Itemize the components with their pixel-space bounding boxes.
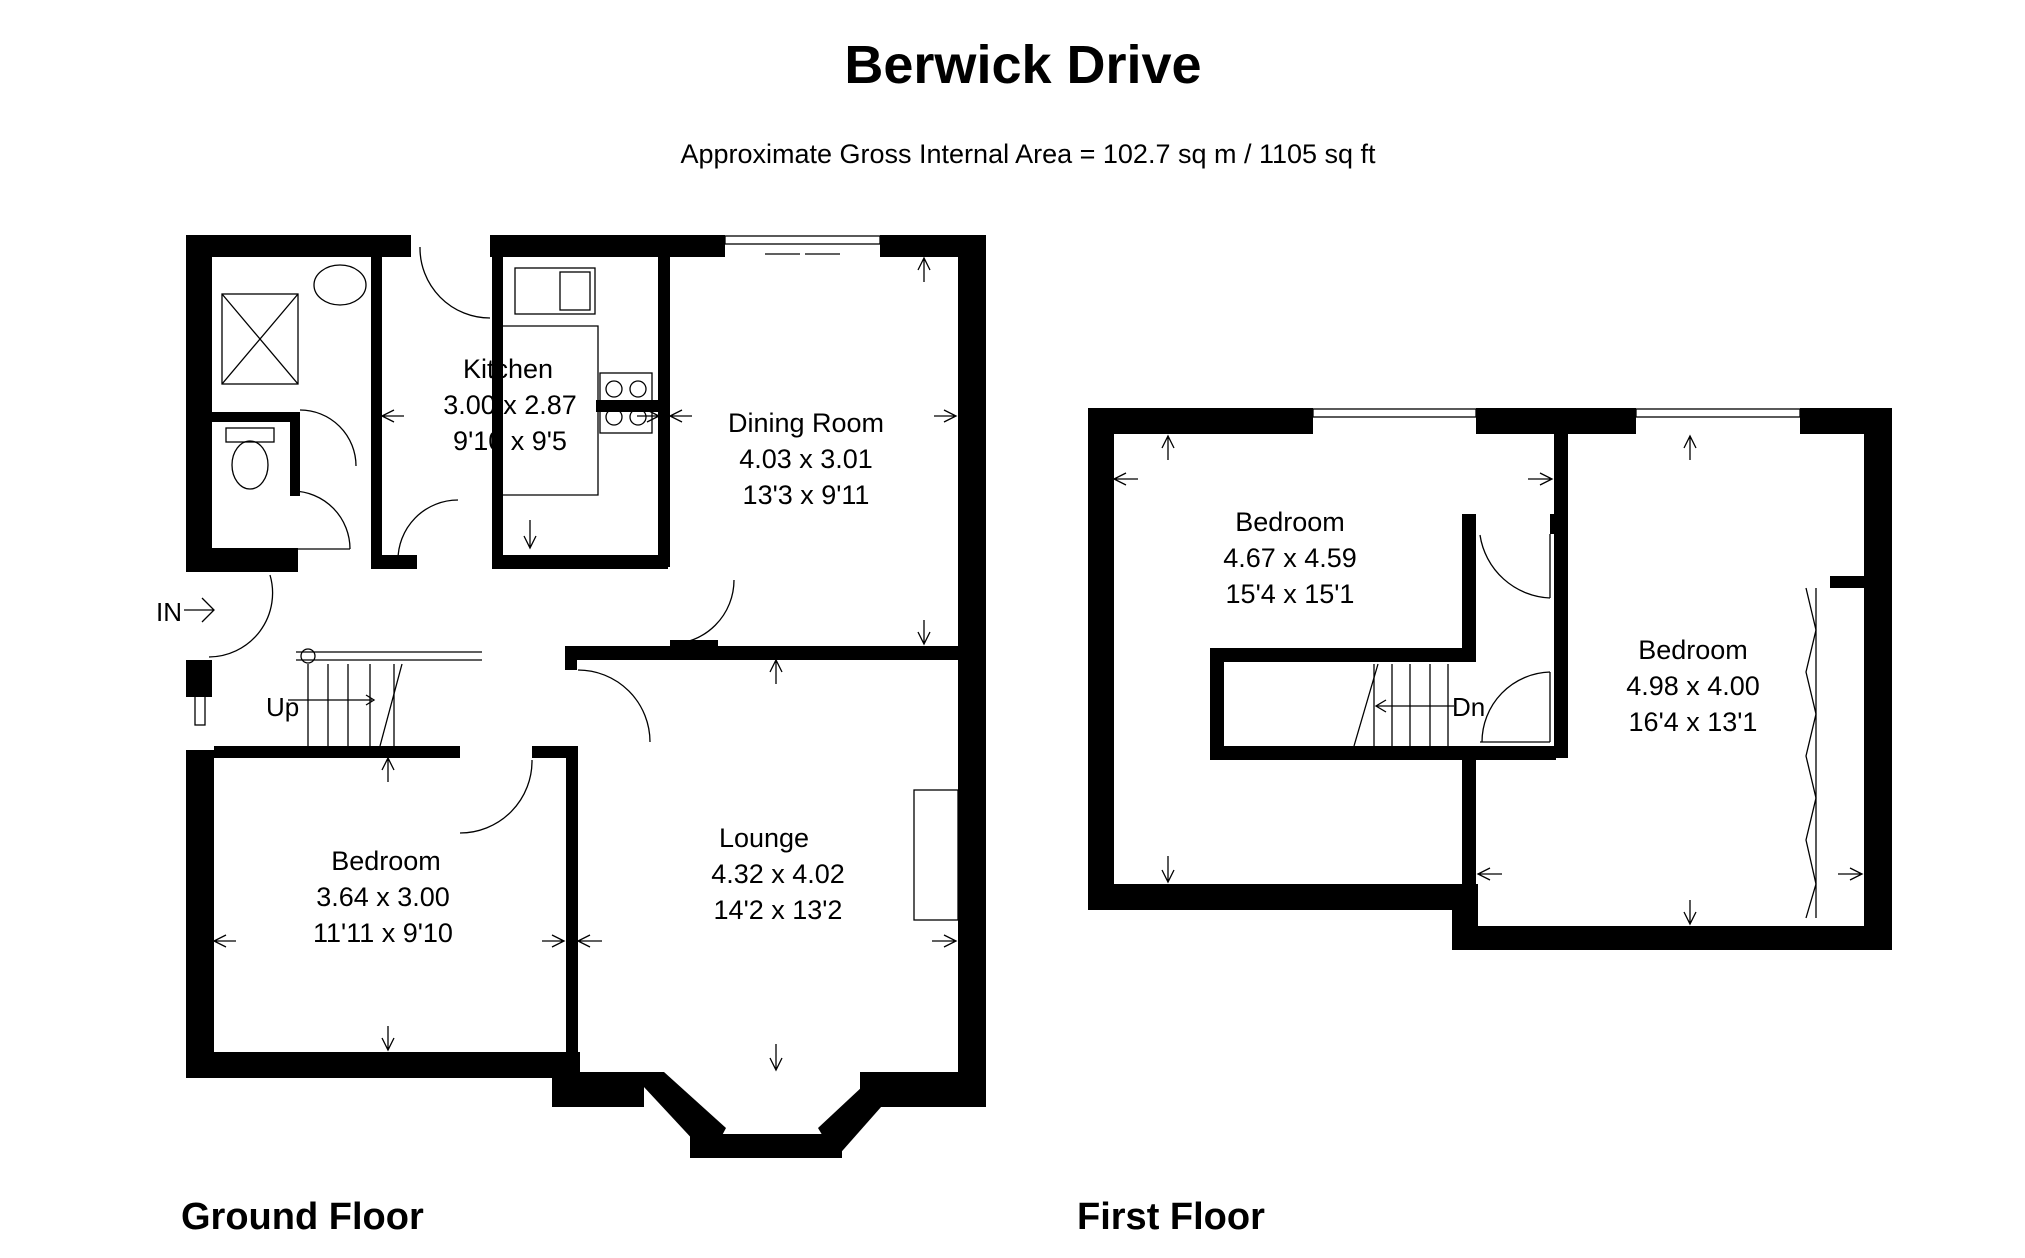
wall xyxy=(186,235,411,257)
lounge-label: Lounge 4.32 x 4.02 14'2 x 13'2 xyxy=(711,823,845,925)
wall xyxy=(1088,408,1114,910)
wall xyxy=(371,555,417,569)
room-metric: 3.00 x 2.87 xyxy=(443,390,577,420)
wall xyxy=(186,235,212,572)
wall xyxy=(492,257,503,567)
room-metric: 4.67 x 4.59 xyxy=(1223,543,1357,573)
wall xyxy=(214,746,460,758)
room-name: Bedroom xyxy=(1235,507,1345,537)
wall xyxy=(566,746,578,1078)
room-name: Bedroom xyxy=(331,846,441,876)
wall xyxy=(186,660,212,697)
room-metric: 4.32 x 4.02 xyxy=(711,859,845,889)
wall xyxy=(186,750,214,1076)
wall xyxy=(1462,760,1476,886)
second-bedroom-label: Bedroom 4.98 x 4.00 16'4 x 13'1 xyxy=(1626,635,1760,737)
room-name: Lounge xyxy=(719,823,809,853)
room-imperial: 15'4 x 15'1 xyxy=(1226,579,1355,609)
entrance-arrow xyxy=(184,597,215,623)
room-imperial: 16'4 x 13'1 xyxy=(1629,707,1758,737)
ground-floor-caption: Ground Floor xyxy=(181,1196,424,1238)
doors xyxy=(208,246,735,834)
first-bedroom-label: Bedroom 4.67 x 4.59 15'4 x 15'1 xyxy=(1223,507,1357,609)
wall xyxy=(1088,884,1464,910)
gross-area-subtitle: Approximate Gross Internal Area = 102.7 … xyxy=(680,139,1376,169)
wall xyxy=(670,640,718,652)
ground-floor-plan: Kitchen 3.00 x 2.87 9'10 x 9'5 Dining Ro… xyxy=(156,235,986,1158)
wall xyxy=(490,235,725,257)
wall xyxy=(1476,408,1636,434)
wall xyxy=(1452,926,1892,950)
wall xyxy=(371,257,382,567)
wall xyxy=(212,548,298,572)
entrance-label: IN xyxy=(156,597,182,627)
wall xyxy=(492,555,668,569)
room-metric: 3.64 x 3.00 xyxy=(316,882,450,912)
plan-title: Berwick Drive xyxy=(844,35,1201,95)
room-name: Kitchen xyxy=(463,354,553,384)
staircase xyxy=(288,648,482,747)
wall xyxy=(1088,408,1313,434)
stairs-up-label: Up xyxy=(266,692,299,722)
windows xyxy=(1211,408,1801,745)
room-imperial: 14'2 x 13'2 xyxy=(714,895,843,925)
wall xyxy=(290,412,300,496)
first-floor-plan: Bedroom 4.67 x 4.59 15'4 x 15'1 Bedroom … xyxy=(1088,408,1892,950)
doors xyxy=(1479,534,1817,919)
wall xyxy=(1462,514,1476,662)
wall xyxy=(186,1052,552,1078)
wall xyxy=(212,412,299,422)
dimension-arrows xyxy=(1112,434,1864,926)
room-imperial: 11'11 x 9'10 xyxy=(313,918,453,948)
chimney-breast xyxy=(913,789,959,921)
ground-bedroom-label: Bedroom 3.64 x 3.00 11'11 x 9'10 xyxy=(313,846,453,948)
wall xyxy=(565,646,577,670)
wall xyxy=(1210,648,1224,760)
room-name: Bedroom xyxy=(1638,635,1748,665)
kitchen-fixtures xyxy=(493,267,653,496)
wall xyxy=(565,646,986,660)
room-imperial: 13'3 x 9'11 xyxy=(743,480,870,510)
wall xyxy=(1210,648,1476,662)
dining-room-label: Dining Room 4.03 x 3.01 13'3 x 9'11 xyxy=(728,408,884,510)
staircase xyxy=(1353,663,1454,747)
wall xyxy=(1830,576,1866,588)
stairs-down-label: Dn xyxy=(1452,692,1485,722)
dimension-arrows xyxy=(212,256,958,1072)
first-floor-caption: First Floor xyxy=(1077,1196,1265,1238)
wall xyxy=(552,1072,644,1107)
windows xyxy=(194,235,881,1147)
kitchen-label: Kitchen 3.00 x 2.87 9'10 x 9'5 xyxy=(443,354,577,456)
room-metric: 4.03 x 3.01 xyxy=(739,444,873,474)
room-imperial: 9'10 x 9'5 xyxy=(453,426,567,456)
bathroom-fixtures xyxy=(221,264,367,490)
wall xyxy=(1554,434,1568,758)
wall xyxy=(1550,514,1568,534)
room-metric: 4.98 x 4.00 xyxy=(1626,671,1760,701)
wall xyxy=(1210,746,1556,760)
room-name: Dining Room xyxy=(728,408,884,438)
wall xyxy=(1864,408,1892,950)
